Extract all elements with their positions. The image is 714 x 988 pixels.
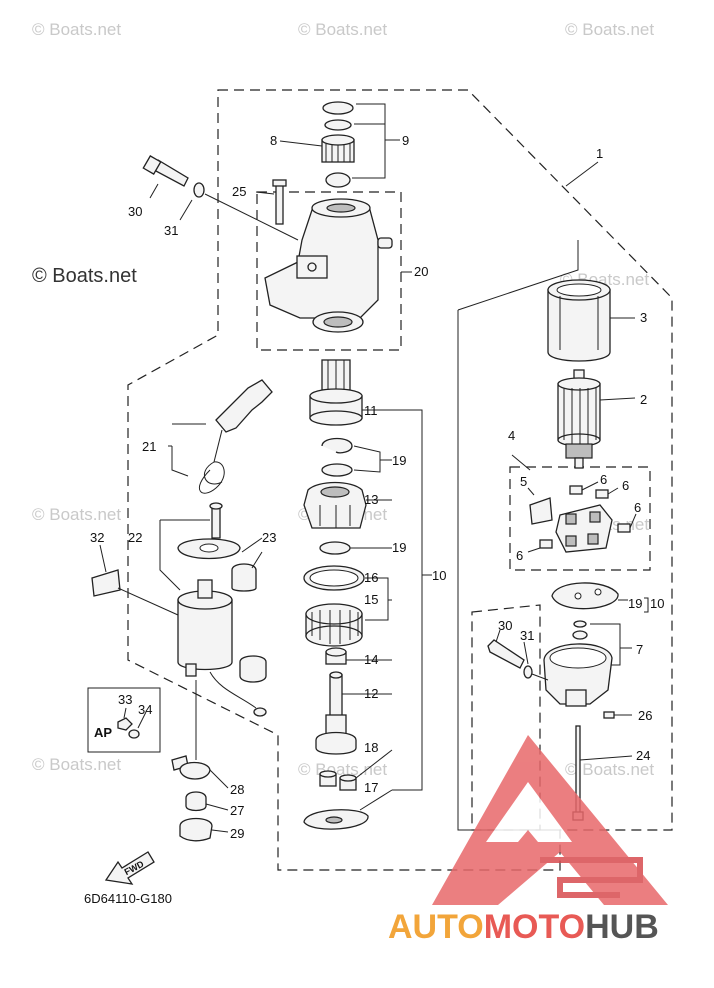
cap-part-23 xyxy=(231,563,257,592)
nut-part-27 xyxy=(185,791,207,812)
ap-box xyxy=(87,687,161,753)
callout: 31 xyxy=(520,628,534,643)
watermark: © Boats.net xyxy=(32,505,121,524)
bolt-part-30 xyxy=(487,639,525,669)
diagram-code: 6D64110-G180 xyxy=(84,891,172,906)
callout: 26 xyxy=(638,708,652,723)
solenoid xyxy=(177,599,233,671)
callout: 17 xyxy=(364,780,378,795)
washer-part-31 xyxy=(193,182,205,198)
logo-text: AUTOMOTOHUB xyxy=(388,908,659,946)
callout: 32 xyxy=(90,530,104,545)
watermark: © Boats.net xyxy=(32,20,121,39)
callout: 10 xyxy=(650,596,664,611)
watermark: © Boats.net xyxy=(565,760,654,779)
callout: 28 xyxy=(230,782,244,797)
automotohub-logo xyxy=(432,735,668,905)
bolt-part-25 xyxy=(275,183,284,225)
callout: 30 xyxy=(128,204,142,219)
ring-part-9 xyxy=(322,101,354,115)
callout: 2 xyxy=(640,392,647,407)
callout: 10 xyxy=(432,568,446,583)
plunger-pin-part-22 xyxy=(211,507,221,539)
terminal-part-28 xyxy=(179,761,211,780)
callout: 24 xyxy=(636,748,650,763)
callout: 16 xyxy=(364,570,378,585)
callout: 30 xyxy=(498,618,512,633)
plate-part-19 xyxy=(551,582,619,610)
callout: 19 xyxy=(392,540,406,555)
cover-part-29 xyxy=(179,817,213,842)
callout: 12 xyxy=(364,686,378,701)
callout: 6 xyxy=(622,478,629,493)
callout: 6 xyxy=(516,548,523,563)
callout: 27 xyxy=(230,803,244,818)
label-part-32 xyxy=(91,569,121,597)
clip-part-19 xyxy=(321,437,353,454)
callout: 6 xyxy=(600,472,607,487)
watermark-large: © Boats.net xyxy=(32,265,137,287)
washer-part-19 xyxy=(319,541,351,555)
assembly-1-boundary xyxy=(127,89,673,871)
washer-part-31 xyxy=(523,665,533,679)
spring-part-9 xyxy=(325,172,351,188)
callout: 31 xyxy=(164,223,178,238)
housing-20-box xyxy=(256,191,402,351)
shift-lever-part-21 xyxy=(215,379,273,433)
callout: 34 xyxy=(138,702,152,717)
screw-part-26 xyxy=(603,711,615,719)
callout: 23 xyxy=(262,530,276,545)
callout: 19 xyxy=(628,596,642,611)
watermark: © Boats.net xyxy=(298,20,387,39)
callout: 18 xyxy=(364,740,378,755)
ring-part-9 xyxy=(324,119,352,131)
callout: 29 xyxy=(230,826,244,841)
callout: 21 xyxy=(142,439,156,454)
spring-part-6 xyxy=(569,485,583,495)
callout: 25 xyxy=(232,184,246,199)
boot xyxy=(239,655,267,683)
spring-part-6 xyxy=(617,523,631,533)
callout: 6 xyxy=(634,500,641,515)
callout: 20 xyxy=(414,264,428,279)
spring-part-6 xyxy=(595,489,609,499)
callout: 9 xyxy=(402,133,409,148)
watermark: © Boats.net xyxy=(32,755,121,774)
callout: 7 xyxy=(636,642,643,657)
callout: 5 xyxy=(520,474,527,489)
group-line xyxy=(457,310,560,831)
callout: 1 xyxy=(596,146,603,161)
brush-holder-part-4 xyxy=(555,504,613,553)
callout: 19 xyxy=(392,453,406,468)
callout: 11 xyxy=(364,403,378,418)
nut-part-33 xyxy=(117,717,133,731)
callout: 15 xyxy=(364,592,378,607)
callout: 13 xyxy=(364,492,378,507)
callout: 3 xyxy=(640,310,647,325)
yoke-part-3 xyxy=(547,289,611,362)
group-line xyxy=(457,240,579,311)
spring-part-6 xyxy=(539,539,553,549)
fwd-arrow-icon: FWD xyxy=(104,851,155,885)
brush-part-5 xyxy=(529,497,553,525)
ap-label: AP xyxy=(94,725,112,740)
planet-carrier xyxy=(315,731,357,755)
callout: 22 xyxy=(128,530,142,545)
bearing-part-7 xyxy=(573,620,587,628)
callout: 14 xyxy=(364,652,378,667)
watermark: © Boats.net xyxy=(565,20,654,39)
callout: 4 xyxy=(508,428,515,443)
washer-part-34 xyxy=(128,729,140,739)
washer-part-19 xyxy=(321,463,353,477)
callout: 33 xyxy=(118,692,132,707)
callout: 8 xyxy=(270,133,277,148)
